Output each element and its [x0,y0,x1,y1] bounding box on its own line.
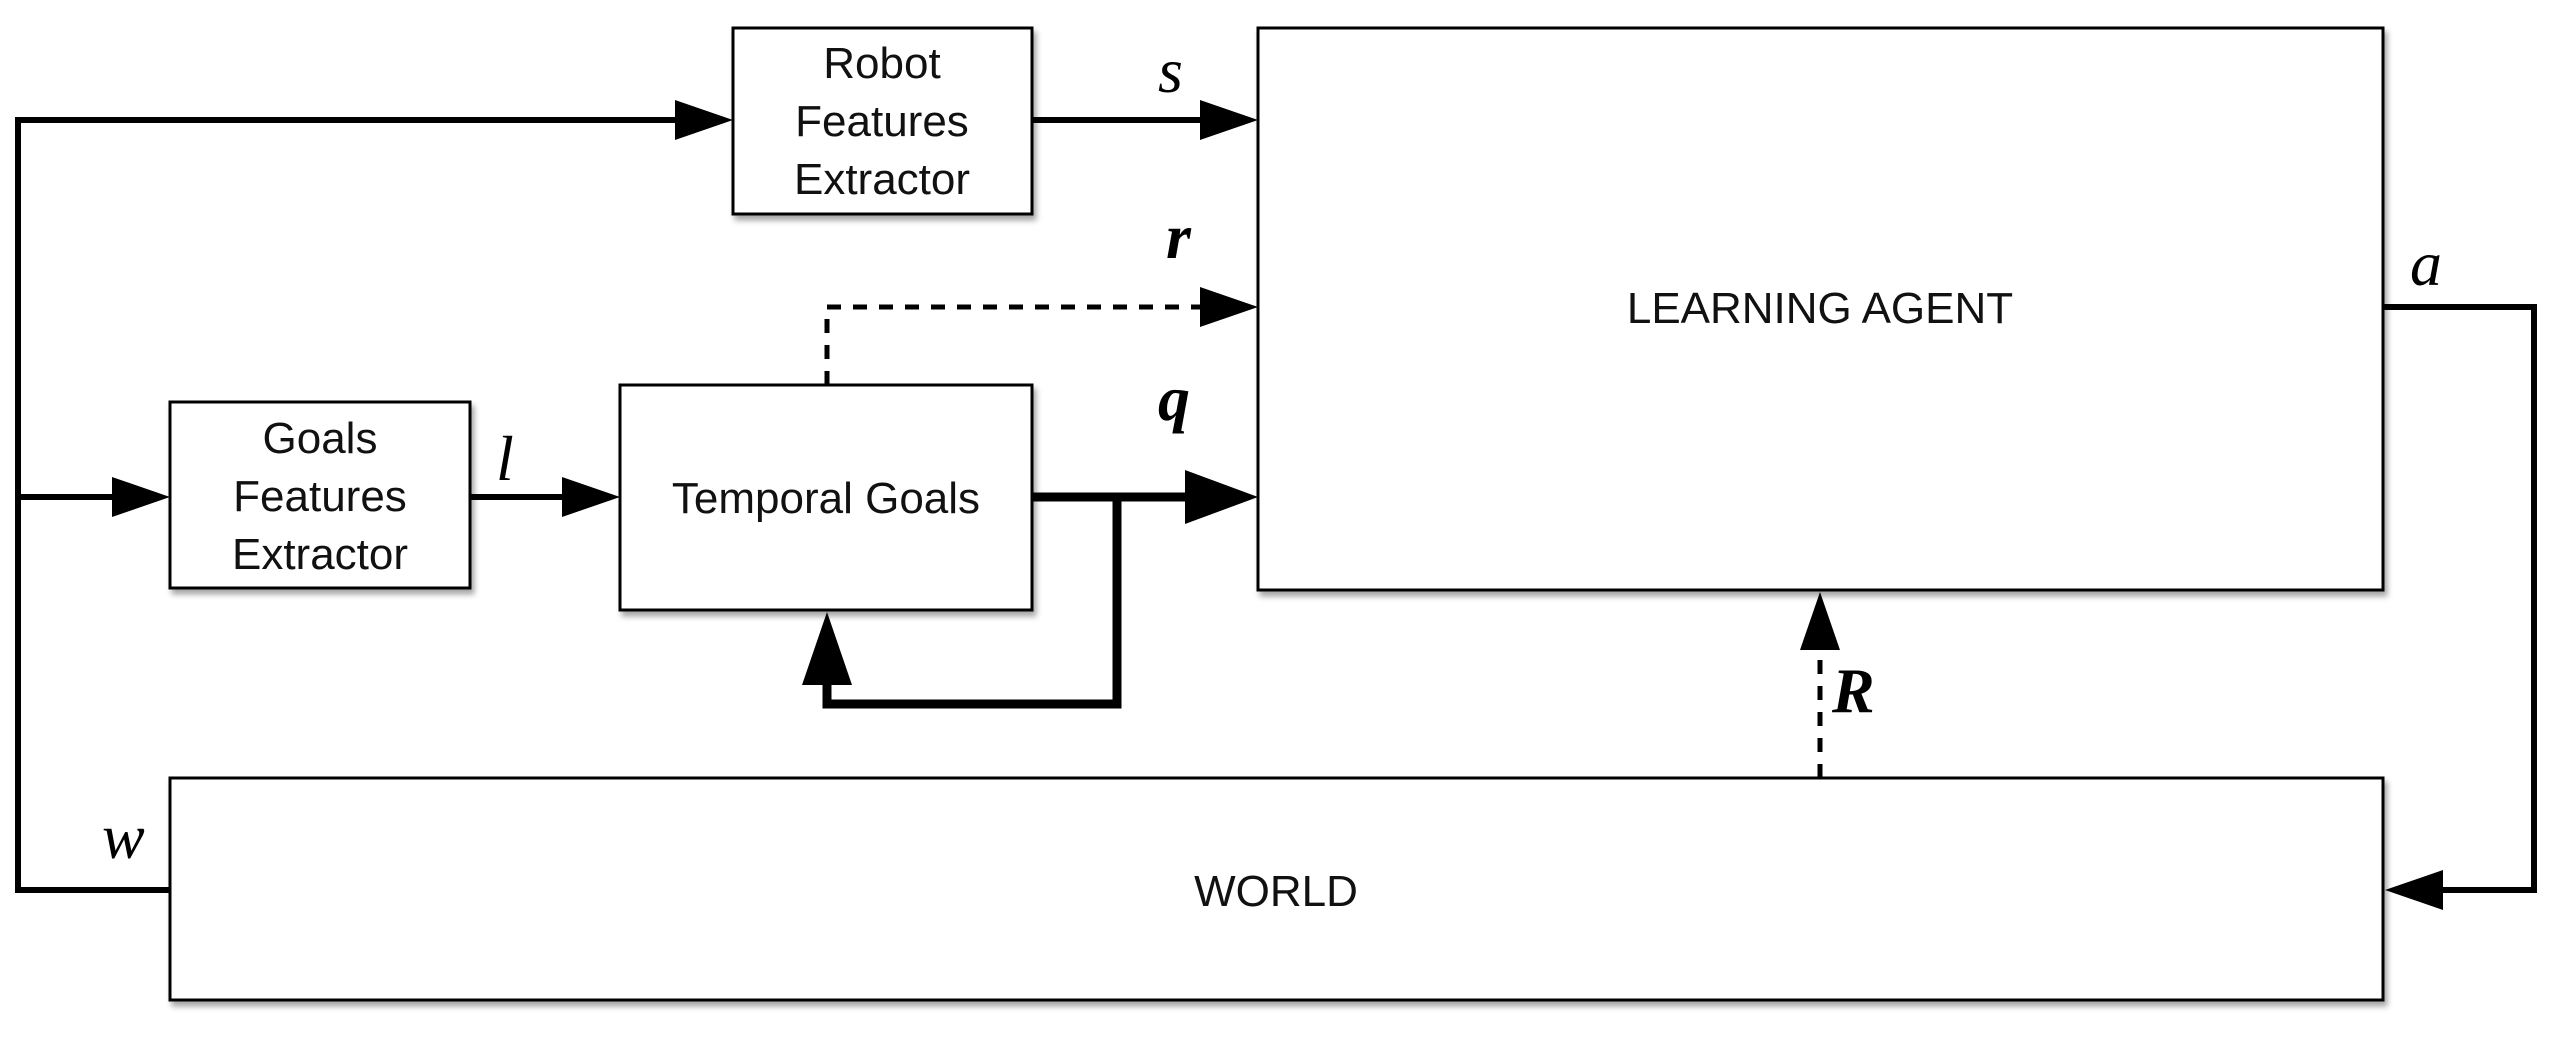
signal-R-label: R [1831,655,1875,726]
robot-features-label-line3: Extractor [794,155,970,204]
learning-agent-block: LEARNING AGENT [1256,26,2385,592]
w-feedback-line [15,117,685,893]
goals-features-label-line2: Features [233,472,407,521]
arrow-into-robot-features [675,100,733,140]
robot-features-extractor-block: Robot Features Extractor [731,26,1034,216]
robot-features-label-line1: Robot [823,39,940,88]
a-line [2383,304,2537,893]
arrow-R-into-agent [1800,592,1840,650]
arrow-r-into-agent [1200,287,1258,327]
arrow-s-into-agent [1200,100,1258,140]
goals-features-label-line1: Goals [263,414,378,463]
temporal-goals-block: Temporal Goals [618,383,1034,612]
arrow-l-into-temporal-goals [562,477,620,517]
temporal-goals-label: Temporal Goals [672,474,980,523]
arrow-q-into-agent [1185,470,1258,524]
signal-l-label: l [496,423,514,494]
arrow-into-goals-features [112,477,170,517]
arrow-a-into-world [2385,870,2443,910]
goals-features-label-line3: Extractor [232,530,408,579]
learning-agent-label: LEARNING AGENT [1627,284,2013,333]
goals-features-extractor-block: Goals Features Extractor [168,400,472,590]
signal-w-label: w [102,801,145,872]
world-block: WORLD [168,776,2385,1002]
signal-r-label: r [1166,201,1192,272]
signal-q-label: q [1158,363,1190,434]
signal-s-label: s [1158,35,1183,106]
world-label: WORLD [1194,867,1358,916]
robot-features-label-line2: Features [795,97,969,146]
signal-a-label: a [2410,228,2442,299]
r-dashed-line [824,304,1205,385]
arrow-loop-into-temporal-goals [802,612,852,685]
